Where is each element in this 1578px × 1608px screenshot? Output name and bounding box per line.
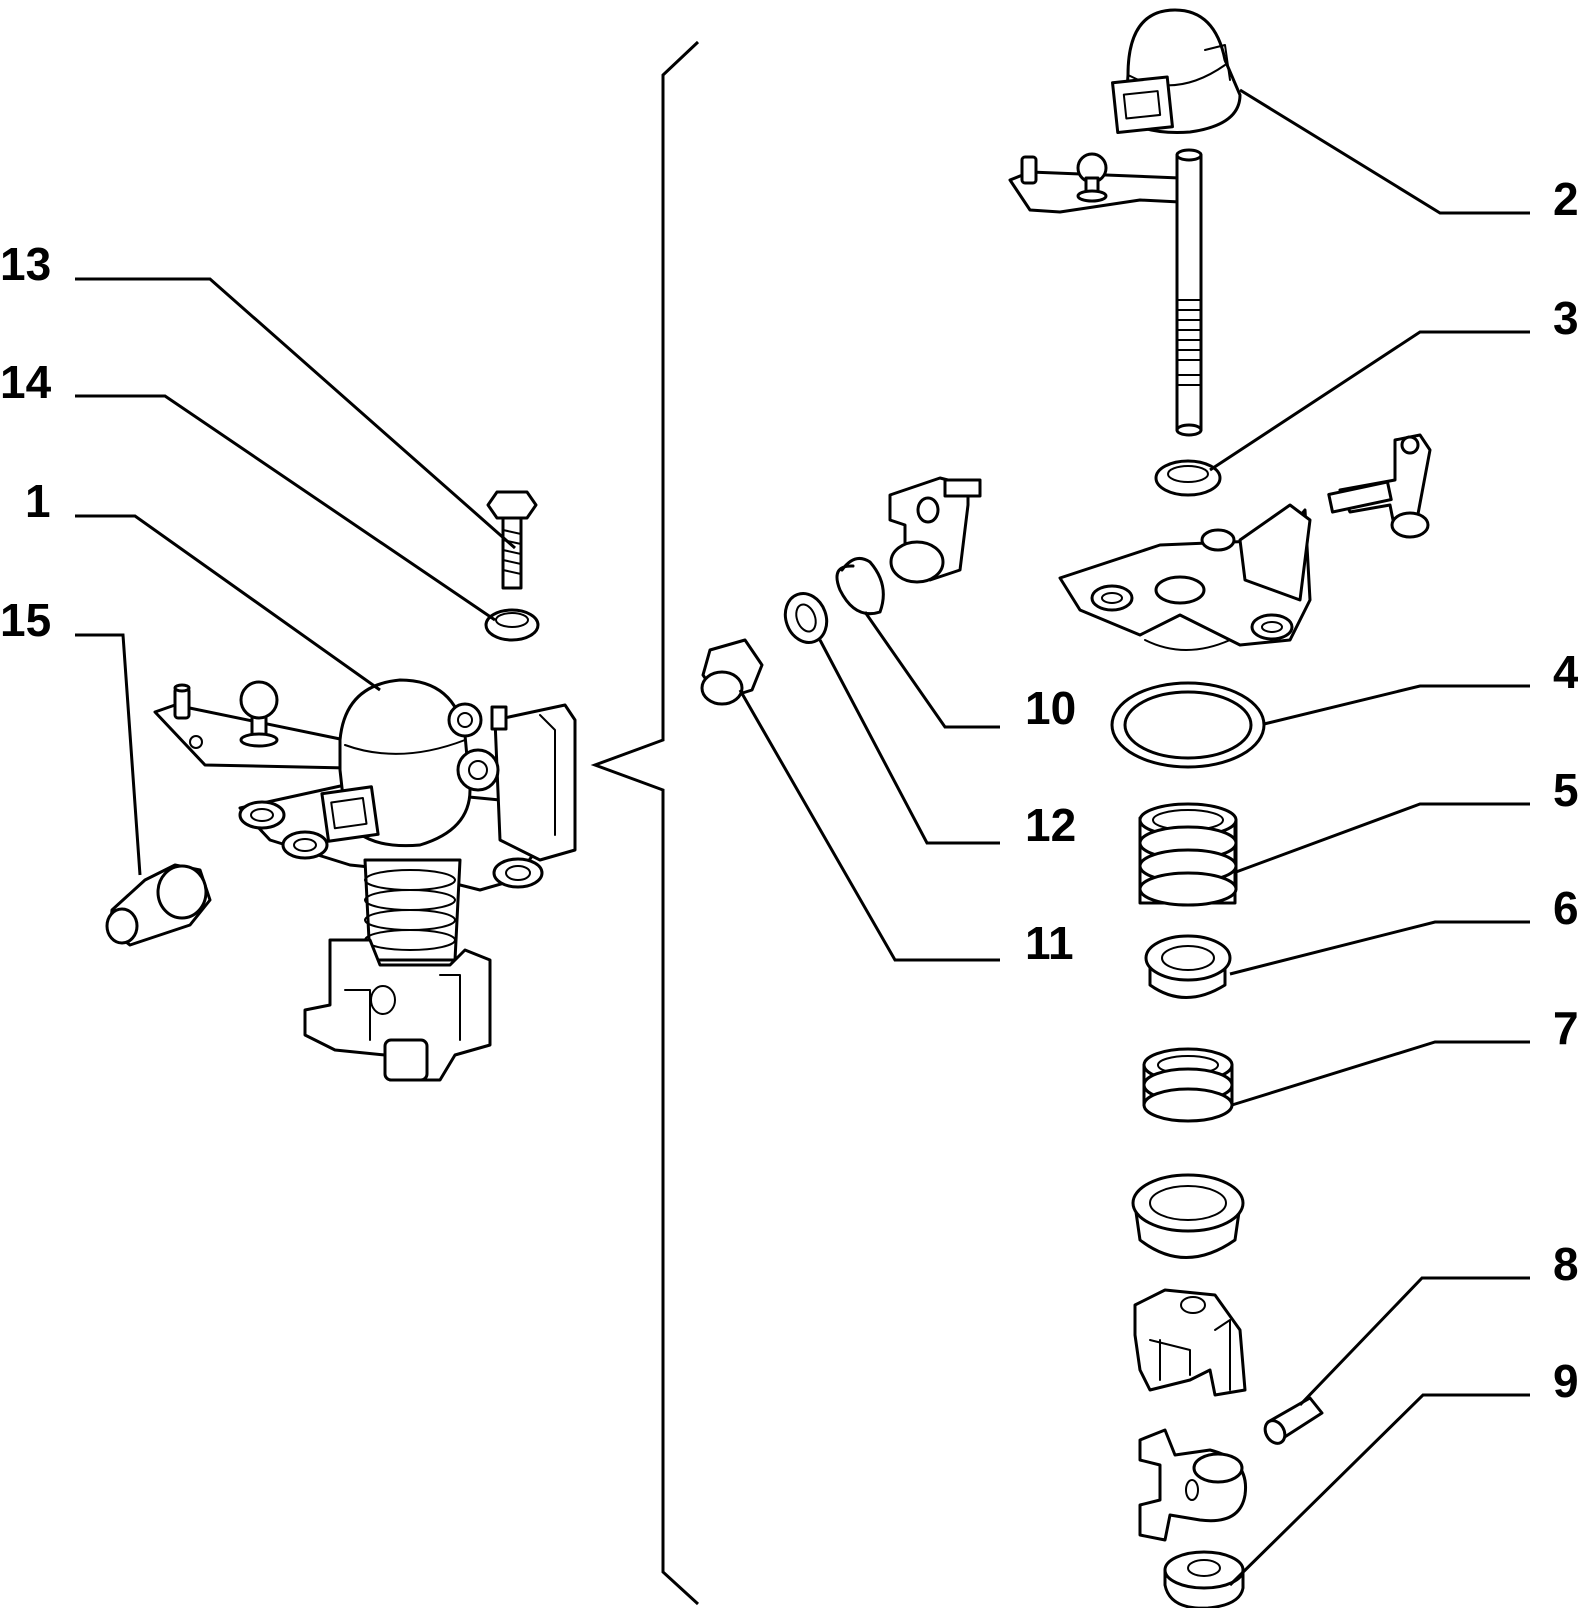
callout-6: 6 [1553, 882, 1578, 934]
callout-14: 14 [0, 356, 52, 408]
leader-lines [75, 88, 1530, 1587]
leader-5 [1235, 802, 1530, 874]
o-ring [783, 592, 829, 644]
callout-1: 1 [25, 475, 51, 527]
leader-13 [75, 277, 516, 550]
bearing-cup [1131, 1173, 1245, 1259]
leader-14 [75, 394, 496, 622]
nut [700, 638, 764, 706]
leader-12 [818, 639, 1000, 845]
selector-shaft [1008, 148, 1203, 437]
callout-labels: 2 3 4 5 6 7 8 9 10 12 11 13 14 1 15 [0, 173, 1578, 1407]
leader-8 [1298, 1276, 1530, 1407]
leader-11 [738, 689, 1000, 962]
callout-9: 9 [1553, 1355, 1578, 1407]
bushing [105, 863, 212, 947]
callout-8: 8 [1553, 1238, 1578, 1290]
leader-15 [75, 633, 142, 876]
leader-1 [75, 514, 381, 692]
leader-7 [1231, 1040, 1530, 1107]
callout-15: 15 [0, 594, 51, 646]
gasket [1110, 681, 1266, 769]
leader-9 [1228, 1393, 1530, 1587]
leader-2 [1239, 88, 1530, 215]
protective-cap [1111, 8, 1242, 134]
cover-plate [1058, 503, 1312, 651]
roll-pin [1263, 1396, 1324, 1445]
callout-7: 7 [1553, 1002, 1578, 1054]
retaining-ring [1163, 1550, 1245, 1608]
callout-12: 12 [1025, 799, 1076, 851]
callout-10: 10 [1025, 682, 1076, 734]
callout-11: 11 [1025, 917, 1074, 969]
detent-lever [1138, 1428, 1248, 1542]
leader-3 [1209, 330, 1530, 472]
selector-linkage-left [888, 476, 982, 584]
spring-large [1138, 802, 1238, 907]
leader-4 [1263, 684, 1530, 726]
seal-ring [1154, 459, 1222, 497]
spring-seat [1144, 934, 1232, 999]
callout-3: 3 [1553, 292, 1578, 344]
callout-4: 4 [1553, 646, 1578, 698]
leader-6 [1229, 920, 1530, 976]
assembly-bracket [590, 40, 700, 1606]
gear-selector-assembly [153, 678, 577, 1082]
callout-2: 2 [1553, 173, 1578, 225]
washer [484, 608, 540, 642]
callout-13: 13 [0, 238, 51, 290]
callout-5: 5 [1553, 764, 1578, 816]
selector-linkage-right [1327, 433, 1432, 539]
leader-10 [863, 611, 1000, 729]
selector-fork-block [1133, 1288, 1247, 1397]
spring-small [1142, 1047, 1234, 1123]
bolt [486, 490, 538, 590]
circlip [835, 556, 885, 616]
